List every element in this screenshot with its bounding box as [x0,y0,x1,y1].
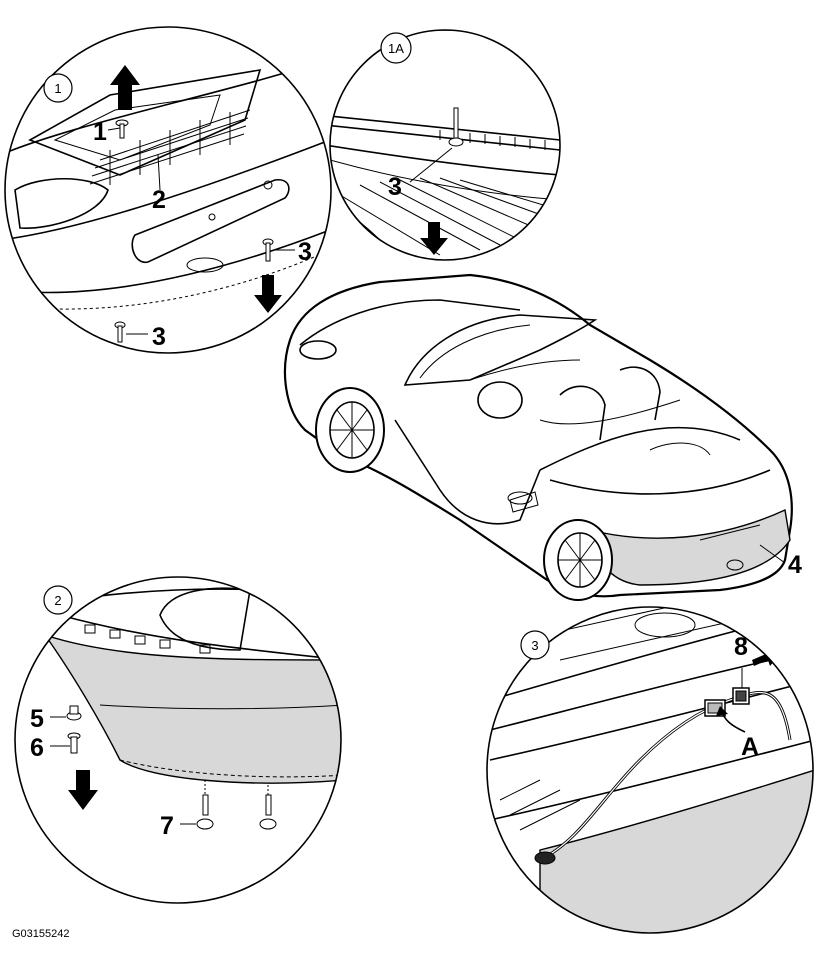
detail-tag-1 [43,73,73,103]
down-arrow-1a [420,222,448,255]
callout-7: 7 [160,812,174,840]
up-arrow [110,65,140,110]
callout-5: 5 [30,705,44,733]
screw-1a [448,107,464,147]
screw-3a [262,238,274,262]
screw-7a [196,794,214,830]
down-arrow [254,275,282,313]
car-overview: 4 [283,273,802,601]
detail-view-1: 1 1 2 3 3 [4,26,332,354]
screw-1 [115,119,129,139]
panel-hatching [499,779,581,831]
hatched-panel [339,177,560,256]
callout-3-upper: 3 [298,238,312,266]
detail-tag-3 [520,630,550,660]
callout-a: A [741,733,759,761]
detail-view-2: 2 5 6 7 [14,576,342,904]
detail-view-1a: 1A 3 [329,29,561,261]
detail-tag-2-label: 2 [54,593,61,608]
screw-7b [259,794,277,830]
detail-tag-1a [380,32,412,64]
detail-view-3: 3 8 A [486,606,814,934]
down-arrow-2 [68,770,98,810]
detail-tag-2 [43,585,73,615]
detail-tag-1-label: 1 [54,81,61,96]
callout-8: 8 [734,633,748,661]
callout-3-1a: 3 [388,173,402,201]
bumper-mount-tabs [84,624,211,654]
callout-3-lower: 3 [152,323,166,351]
callout-4: 4 [788,551,802,579]
callout-6: 6 [30,734,44,762]
detail-tag-1a-label: 1A [388,41,404,56]
detail-tag-3-label: 3 [531,638,538,653]
clip-nut-5 [66,705,82,721]
callout-2: 2 [152,186,166,214]
figure-code: G03155242 [12,928,70,940]
screw-3b [114,321,126,343]
bolt-6 [67,732,81,754]
grille-slats [89,109,251,185]
callout-1: 1 [93,118,107,146]
